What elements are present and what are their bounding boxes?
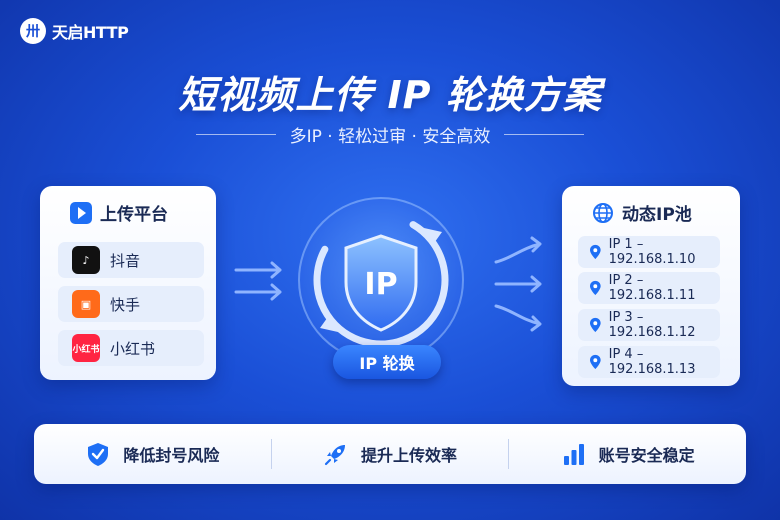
platform-label: 小红书 bbox=[110, 339, 156, 358]
ip-rotation-badge: IP 轮换 bbox=[333, 345, 441, 379]
ip-label: IP 1 – 192.168.1.10 bbox=[608, 237, 696, 267]
ip-label: IP 3 – 192.168.1.12 bbox=[608, 310, 696, 340]
upload-platform-title: 上传平台 bbox=[100, 205, 168, 225]
location-pin-icon bbox=[590, 244, 601, 260]
brand-logo: 卅 天启HTTP bbox=[20, 18, 129, 44]
shield-check-icon bbox=[88, 443, 109, 466]
kuaishou-icon: ▣ bbox=[72, 290, 100, 318]
feature-label: 账号安全稳定 bbox=[598, 446, 695, 465]
platform-item-xiaohongshu[interactable]: 小红书 小红书 bbox=[58, 330, 204, 366]
xiaohongshu-icon: 小红书 bbox=[72, 334, 100, 362]
flow-arrows-left bbox=[234, 261, 282, 301]
platform-label: 快手 bbox=[110, 295, 141, 314]
shield-ip-text: IP bbox=[364, 267, 397, 302]
feature-divider bbox=[270, 439, 272, 469]
ip-item-4[interactable]: IP 4 – 192.168.1.13 bbox=[578, 346, 720, 378]
flow-arrows-right bbox=[494, 236, 542, 332]
feature-reduce-risk: 降低封号风险 bbox=[34, 441, 271, 467]
ip-label: IP 2 – 192.168.1.11 bbox=[608, 273, 696, 303]
platform-item-kuaishou[interactable]: ▣ 快手 bbox=[58, 286, 204, 322]
page-subtitle: 多IP · 轻松过审 · 安全高效 bbox=[289, 127, 491, 147]
subtitle-line-right bbox=[504, 134, 585, 135]
ip-item-3[interactable]: IP 3 – 192.168.1.12 bbox=[578, 309, 720, 341]
douyin-icon: ♪ bbox=[72, 246, 100, 274]
globe-icon bbox=[593, 202, 613, 223]
page-title: 短视频上传 IP 轮换方案 bbox=[178, 73, 602, 117]
ip-pool-title: 动态IP池 bbox=[622, 205, 692, 225]
ip-pool-header: 动态IP池 bbox=[562, 186, 740, 225]
platform-item-douyin[interactable]: ♪ 抖音 bbox=[58, 242, 204, 278]
subtitle-row: 多IP · 轻松过审 · 安全高效 bbox=[0, 122, 780, 147]
location-pin-icon bbox=[590, 317, 601, 333]
ip-item-1[interactable]: IP 1 – 192.168.1.10 bbox=[578, 236, 720, 268]
feature-efficiency: 提升上传效率 bbox=[272, 441, 509, 467]
ip-rotation-graphic: IP bbox=[298, 197, 464, 363]
location-pin-icon bbox=[590, 280, 601, 296]
ip-item-2[interactable]: IP 2 – 192.168.1.11 bbox=[578, 272, 720, 304]
feature-label: 提升上传效率 bbox=[361, 446, 458, 465]
ip-label: IP 4 – 192.168.1.13 bbox=[608, 347, 696, 377]
features-bar: 降低封号风险 提升上传效率 账号安全稳定 bbox=[34, 424, 746, 484]
upload-platform-header: 上传平台 bbox=[40, 186, 216, 225]
play-icon bbox=[70, 201, 92, 224]
location-pin-icon bbox=[590, 354, 601, 370]
platform-label: 抖音 bbox=[110, 251, 141, 270]
brand-logo-icon: 卅 bbox=[20, 18, 46, 44]
feature-stability: 账号安全稳定 bbox=[509, 441, 746, 467]
bar-chart-icon bbox=[563, 444, 584, 465]
feature-divider bbox=[508, 439, 510, 469]
subtitle-line-left bbox=[195, 134, 276, 135]
rocket-icon bbox=[324, 445, 345, 466]
brand-name: 天启HTTP bbox=[52, 23, 129, 42]
feature-label: 降低封号风险 bbox=[123, 446, 220, 465]
